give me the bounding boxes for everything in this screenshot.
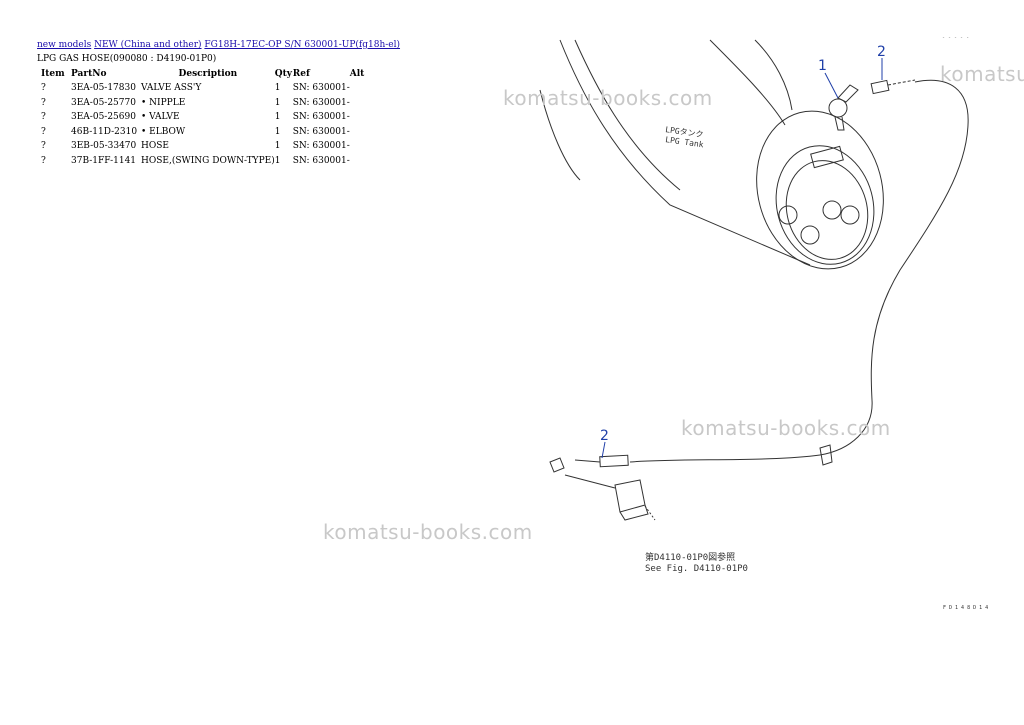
cell-qty: 1	[274, 141, 281, 152]
cell-qty: 1	[274, 83, 281, 94]
cell-alt	[350, 110, 390, 125]
cell-item: ?	[41, 97, 46, 108]
cell-partno: 3EA-05-25690	[71, 112, 136, 123]
cell-item: ?	[41, 112, 46, 123]
cell-ref: SN: 630001-	[292, 112, 350, 123]
callout-2a: 2	[877, 44, 886, 60]
table-row: ? 37B-1FF-1141 HOSE,(SWING DOWN-TYPE) 1 …	[37, 154, 390, 169]
valve-assembly	[828, 98, 848, 118]
parts-diagram: 1 2 2 LPGタンク LPG Tank 第D4110-01P0図参照 See…	[539, 35, 988, 611]
watermark: komatsu-books.com	[940, 62, 1024, 86]
header-description: Description	[178, 68, 238, 79]
page-code: F D 1 4 8 D 1 4	[943, 605, 988, 611]
hose-clamp	[819, 444, 833, 466]
cell-partno: 37B-1FF-1141	[71, 155, 137, 166]
table-row: ? 3EB-05-33470 HOSE 1 SN: 630001-	[37, 139, 390, 154]
cell-description: HOSE,(SWING DOWN-TYPE)	[141, 155, 275, 166]
upper-hose-fitting	[870, 79, 890, 95]
cell-description: HOSE	[141, 141, 169, 152]
callout-1: 1	[818, 58, 827, 74]
cell-ref: SN: 630001-	[292, 141, 350, 152]
callout-2b: 2	[600, 428, 609, 444]
cell-description: • ELBOW	[141, 126, 186, 137]
callout-1-leader	[824, 72, 839, 99]
cell-ref: SN: 630001-	[292, 126, 350, 137]
callout-2b-leader	[601, 441, 606, 459]
cell-item: ?	[41, 155, 46, 166]
watermark: komatsu-books.com	[681, 416, 891, 440]
lpg-tank-outline	[559, 39, 811, 266]
cell-item: ?	[41, 141, 46, 152]
breadcrumb: new models NEW (China and other) FG18H-1…	[37, 40, 400, 50]
cell-partno: 3EA-05-17830	[71, 83, 136, 94]
corner-code: - - - - -	[942, 35, 969, 41]
table-row: ? 3EA-05-17830 VALVE ASS'Y 1 SN: 630001-	[37, 81, 390, 96]
table-row: ? 3EA-05-25770 • NIPPLE 1 SN: 630001-	[37, 96, 390, 111]
see-fig-label-jp: 第D4110-01P0図参照	[645, 551, 735, 563]
parts-table: Item PartNo Description Qty Ref Alt ? 3E…	[37, 66, 390, 168]
cell-alt	[350, 96, 390, 111]
cell-ref: SN: 630001-	[292, 83, 350, 94]
cell-alt	[350, 154, 390, 169]
lower-hose-fitting	[599, 454, 629, 468]
tank-end-cap	[756, 110, 884, 270]
header-alt: Alt	[349, 68, 365, 79]
cell-description: VALVE ASS'Y	[141, 83, 202, 94]
lpg-hose	[819, 79, 969, 456]
header-item: Item	[41, 68, 65, 79]
cell-alt	[350, 125, 390, 140]
cell-qty: 1	[274, 126, 281, 137]
header-qty: Qty	[274, 68, 292, 79]
cell-item: ?	[41, 126, 46, 137]
cell-partno: 3EB-05-33470	[71, 141, 137, 152]
cell-qty: 1	[274, 112, 281, 123]
page-subtitle: LPG GAS HOSE(090080 : D4190-01P0)	[37, 54, 217, 64]
watermark: komatsu-books.com	[503, 86, 713, 110]
cell-description: • NIPPLE	[141, 97, 186, 108]
see-fig-label-en: See Fig. D4110-01P0	[645, 564, 748, 574]
cell-description: • VALVE	[141, 112, 180, 123]
table-row: ? 46B-11D-2310 • ELBOW 1 SN: 630001-	[37, 125, 390, 140]
table-header-row: Item PartNo Description Qty Ref Alt	[37, 66, 390, 81]
regulator	[614, 479, 646, 513]
cell-ref: SN: 630001-	[292, 97, 350, 108]
breadcrumb-link-new-models[interactable]: new models	[37, 40, 92, 50]
watermark: komatsu-books.com	[323, 520, 533, 544]
cell-qty: 1	[274, 155, 281, 166]
header-ref: Ref	[292, 68, 310, 79]
table-row: ? 3EA-05-25690 • VALVE 1 SN: 630001-	[37, 110, 390, 125]
header-partno: PartNo	[71, 68, 107, 79]
cell-alt	[350, 81, 390, 96]
cell-item: ?	[41, 83, 46, 94]
cell-qty: 1	[274, 97, 281, 108]
breadcrumb-link-new-china[interactable]: NEW (China and other)	[94, 40, 202, 50]
cell-alt	[350, 139, 390, 154]
cell-ref: SN: 630001-	[292, 155, 350, 166]
breadcrumb-link-model[interactable]: FG18H-17EC-OP S/N 630001-UP(fg18h-el)	[204, 40, 401, 50]
cell-partno: 46B-11D-2310	[71, 126, 138, 137]
cell-partno: 3EA-05-25770	[71, 97, 136, 108]
